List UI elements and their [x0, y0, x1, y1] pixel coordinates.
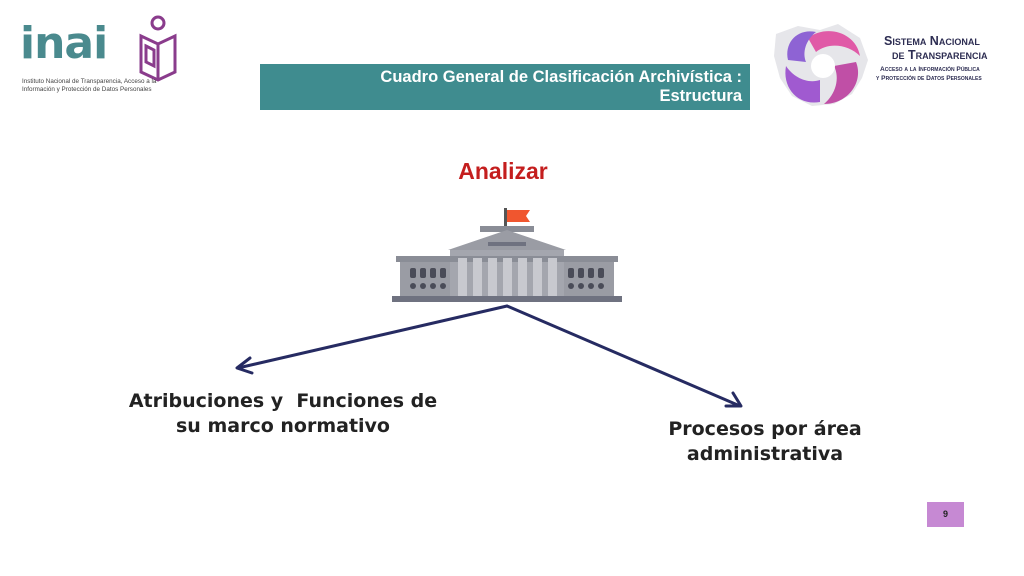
branch-label-left: Atribuciones y Funciones de su marco nor…	[108, 389, 458, 439]
snt-title-line2: de Transparencia	[892, 48, 988, 62]
branch-left-line1: Atribuciones y Funciones de	[128, 390, 438, 412]
branch-label-right: Procesos por área administrativa	[600, 417, 930, 467]
inai-logo-icon	[139, 15, 177, 82]
snt-subtitle-line1: Acceso a la Información Pública	[880, 66, 980, 73]
branch-right-line1: Procesos por área	[668, 418, 862, 440]
inai-subtitle-line2: Información y Protección de Datos Person…	[22, 86, 152, 93]
header-title: Cuadro General de Clasificación Archivís…	[272, 68, 742, 106]
header-band: Cuadro General de Clasificación Archivís…	[260, 64, 750, 110]
snt-subtitle-line2: y Protección de Datos Personales	[876, 75, 982, 82]
arrow-left-head	[235, 356, 254, 375]
branch-left-line2: su marco normativo	[176, 415, 390, 437]
header-title-line1: Cuadro General de Clasificación Archivís…	[380, 68, 742, 86]
government-building-icon	[392, 208, 622, 302]
arrow-left	[236, 304, 509, 370]
inai-wordmark: inai	[20, 18, 108, 69]
page-number-badge: 9	[927, 502, 964, 527]
snt-logo-icon	[774, 24, 868, 106]
inai-subtitle-line1: Instituto Nacional de Transparencia, Acc…	[22, 78, 157, 85]
snt-title-line1: Sistema Nacional	[884, 34, 980, 48]
inai-subtitle: Instituto Nacional de Transparencia, Acc…	[22, 78, 182, 94]
header-title-line2: Estructura	[659, 87, 742, 105]
arrow-right-head	[724, 391, 743, 408]
branch-right-line2: administrativa	[686, 443, 844, 465]
snt-text-block: Sistema Nacional de Transparencia Acceso…	[876, 34, 1016, 83]
diagram-heading: Analizar	[458, 158, 548, 184]
arrow-right	[505, 304, 742, 408]
